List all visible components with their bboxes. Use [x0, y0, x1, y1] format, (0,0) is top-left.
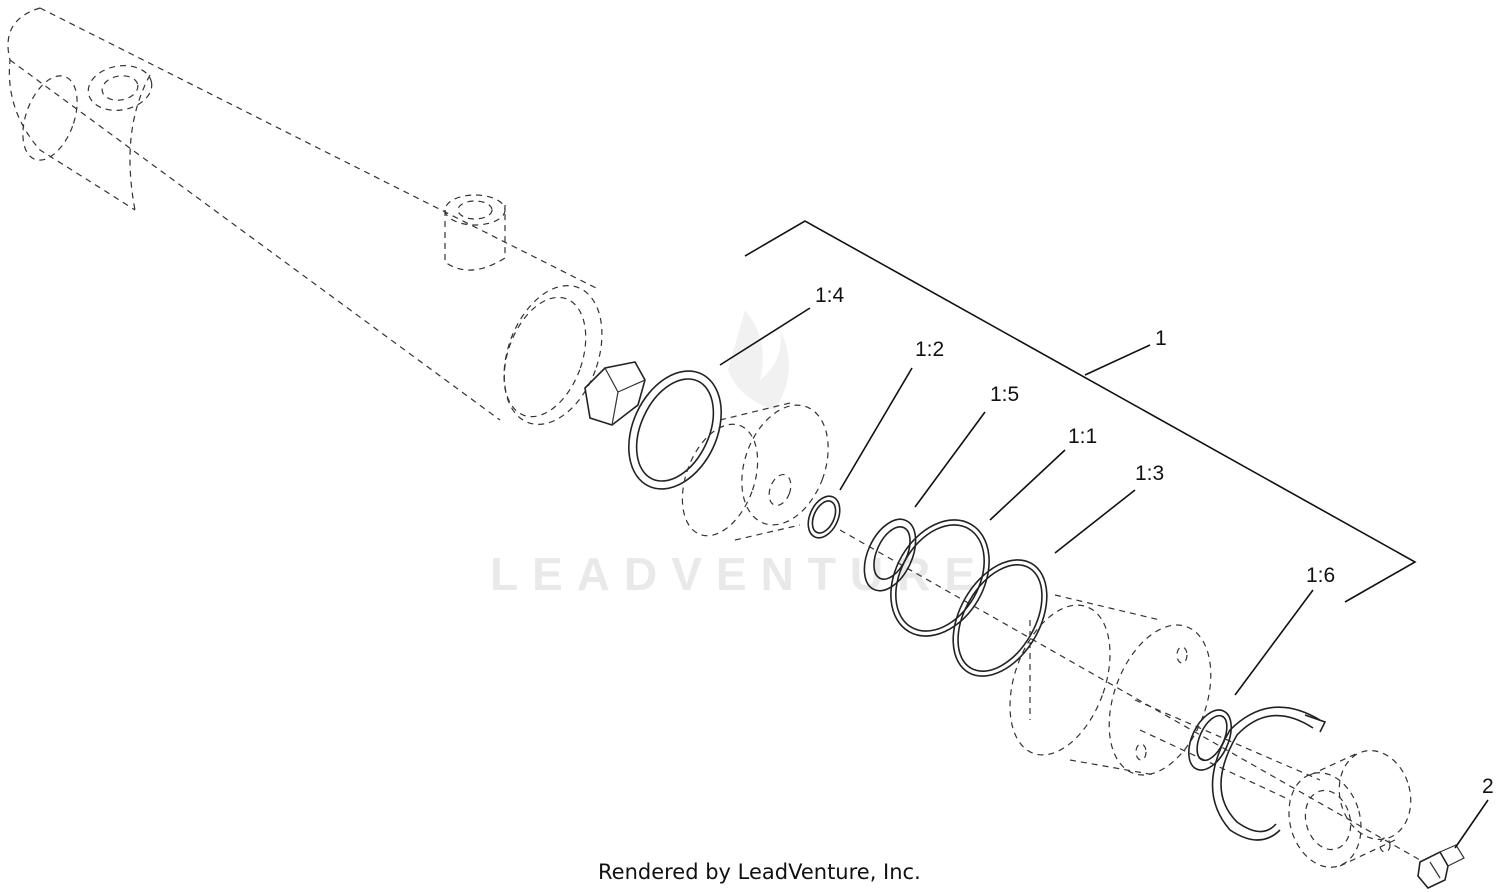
gland	[681, 402, 829, 541]
grease-fitting-2	[1417, 844, 1465, 889]
callout-1-2: 1:2	[915, 338, 944, 361]
o-ring-1-4	[627, 370, 723, 490]
callout-1-5: 1:5	[990, 383, 1019, 406]
ring-1-1	[890, 519, 990, 637]
cylinder-barrel	[7, 7, 603, 425]
callout-1-1: 1:1	[1068, 425, 1097, 448]
center-axis	[839, 529, 1421, 861]
callout-1: 1	[1155, 327, 1167, 350]
piston	[1009, 594, 1212, 776]
clevis-end	[1288, 749, 1412, 868]
callout-2: 2	[1482, 775, 1494, 798]
watermark-text: LEADVENTURE	[490, 548, 989, 600]
leader-lines	[719, 307, 1489, 849]
callout-1-4: 1:4	[815, 284, 845, 307]
hex-nut	[584, 361, 646, 426]
seal-1-2	[807, 495, 841, 539]
snap-ring	[1211, 706, 1327, 841]
watermark-logo	[728, 310, 789, 410]
render-credit: Rendered by LeadVenture, Inc.	[598, 860, 921, 884]
callout-1-3: 1:3	[1135, 462, 1164, 485]
callout-1-6: 1:6	[1306, 564, 1335, 587]
assembly-bracket	[744, 220, 1417, 603]
backup-ring-1-6	[1188, 709, 1232, 771]
